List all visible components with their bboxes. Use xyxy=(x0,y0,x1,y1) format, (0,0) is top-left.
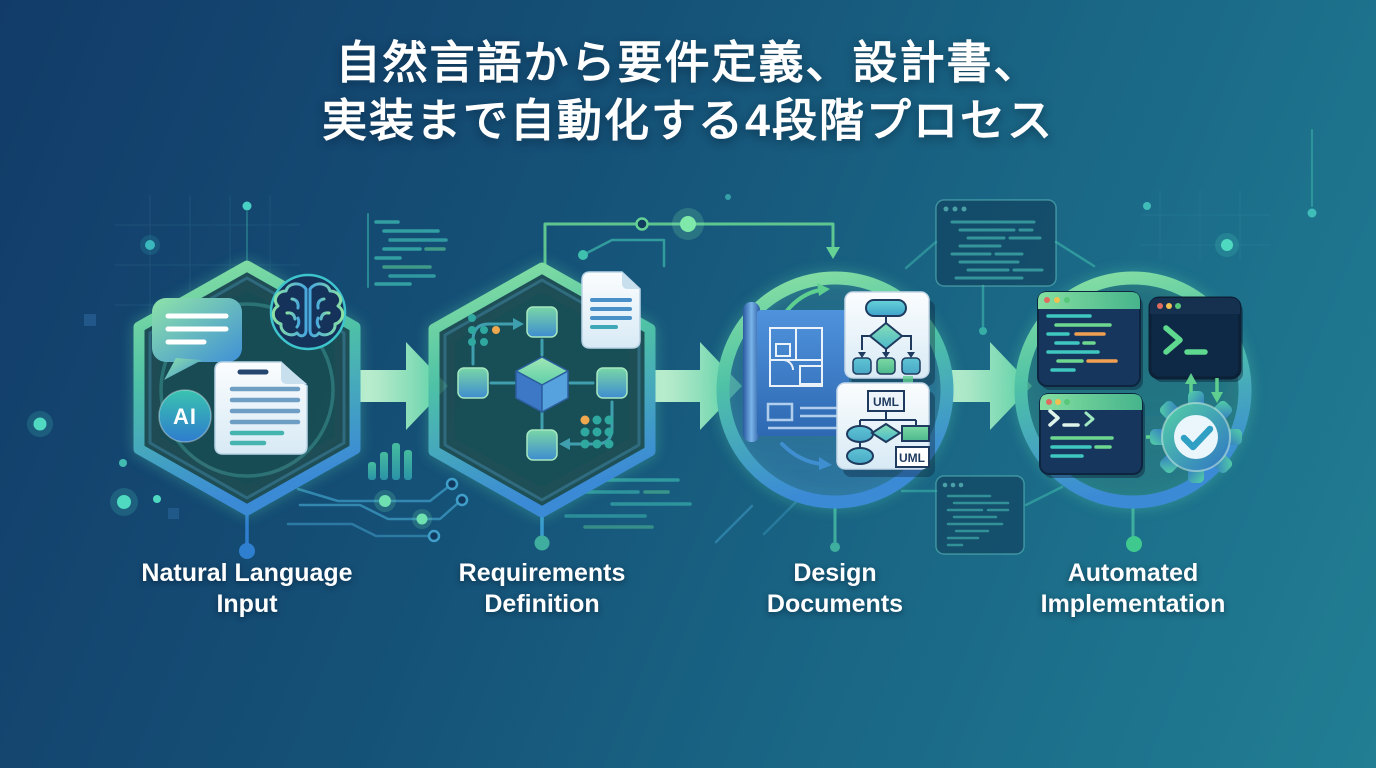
stage-label-requirements-definition: Requirements Definition xyxy=(458,559,626,618)
gear-check-icon xyxy=(1150,391,1242,483)
document-icon xyxy=(581,271,641,349)
stage-label-automated-implementation: Automated Implementation xyxy=(1040,559,1226,618)
terminal-icon xyxy=(1148,296,1243,382)
brain-icon xyxy=(269,273,347,351)
document-icon xyxy=(214,361,308,455)
background-decorations xyxy=(27,129,1317,559)
bar-chart-icon xyxy=(368,443,412,480)
stage-natural-language-input: AI xyxy=(133,260,361,516)
stage-label-natural-language-input: Natural Language Input xyxy=(141,559,353,618)
data-dots xyxy=(468,314,614,449)
background-code-window-bottom xyxy=(935,475,1025,555)
cube-icon xyxy=(515,356,569,413)
flowchart-icon xyxy=(844,291,935,386)
grid-lines xyxy=(115,190,1270,330)
stage-design-documents: UML UML xyxy=(716,271,954,509)
stage-requirements-definition xyxy=(428,262,656,518)
code-window-top xyxy=(1037,291,1143,390)
uml-label-bottom: UML xyxy=(899,451,925,465)
uml-label-top: UML xyxy=(873,395,899,409)
page-title-line1: 自然言語から要件定義、設計書、 xyxy=(335,37,1041,88)
node-graph-icon xyxy=(457,306,628,461)
flow-arrow-1 xyxy=(360,342,448,430)
page-title-line2: 実装まで自動化する4段階プロセス xyxy=(321,94,1055,146)
chat-bubble-icon xyxy=(152,298,242,380)
ai-badge-text: AI xyxy=(173,404,197,429)
stage-label-design-documents: Design Documents xyxy=(766,559,904,618)
cycle-arrows-icon xyxy=(780,283,832,470)
page-title: 自然言語から要件定義、設計書、 実装まで自動化する4段階プロセス xyxy=(0,34,1376,149)
stage-automated-implementation xyxy=(1014,271,1252,509)
uml-diagram-icon: UML UML xyxy=(836,382,935,477)
blueprint-icon xyxy=(743,302,849,442)
ai-badge: AI xyxy=(158,389,212,443)
code-window-bottom xyxy=(1039,393,1145,478)
background-code-window-top xyxy=(935,199,1057,287)
code-dashes-block-bottom xyxy=(564,478,692,529)
code-dashes-block-top xyxy=(367,213,448,288)
flow-arrow-3 xyxy=(944,342,1032,430)
glow-dots xyxy=(27,194,1317,529)
